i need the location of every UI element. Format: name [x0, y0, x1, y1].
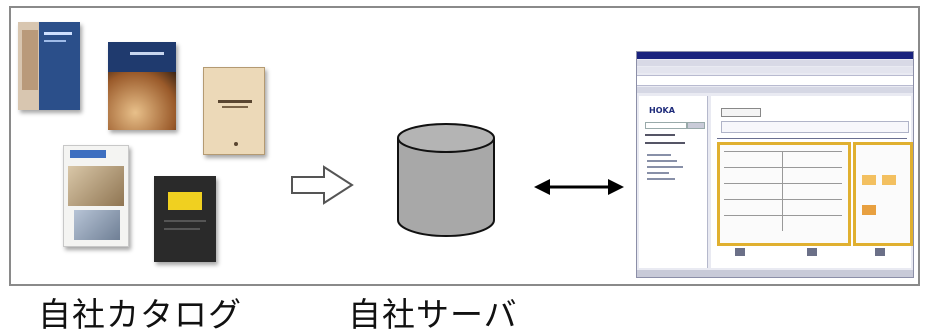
- catalog-cover-2: [108, 42, 176, 130]
- catalog-caption: 自社カタログ: [38, 295, 242, 334]
- server-database-icon: [397, 123, 495, 237]
- screen-logo: HOKA: [649, 106, 675, 115]
- catalog-app-screenshot: HOKA: [636, 51, 914, 278]
- catalog-cover-3: [203, 67, 265, 155]
- catalog-cover-1: [18, 22, 80, 110]
- double-arrow-icon: [534, 179, 624, 195]
- catalog-cover-4: [63, 145, 129, 247]
- server-caption: 自社サーバ: [348, 295, 518, 334]
- catalog-cover-5: [154, 176, 216, 262]
- hollow-arrow-right-icon: [291, 165, 354, 205]
